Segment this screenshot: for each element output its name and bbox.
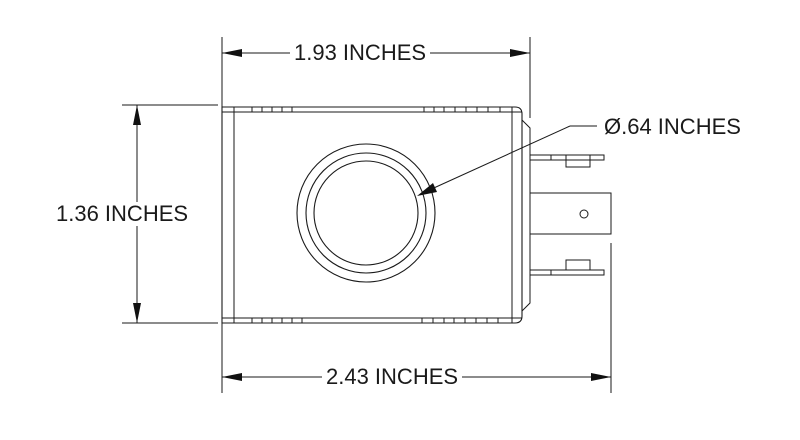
terminal-upper bbox=[529, 154, 605, 168]
dimension-label-bore-diameter: Ø.64 INCHES bbox=[600, 115, 745, 139]
terminal-lower bbox=[529, 259, 605, 276]
terminals bbox=[529, 154, 612, 276]
bore-rings bbox=[296, 143, 436, 283]
bottom-ribs bbox=[251, 317, 499, 324]
top-ribs-right bbox=[423, 107, 501, 112]
dimension-label-top-width: 1.93 INCHES bbox=[290, 41, 431, 65]
dimension-label-overall-width: 2.43 INCHES bbox=[322, 365, 463, 389]
top-ribs-left bbox=[251, 107, 293, 112]
dimension-label-height: 1.36 INCHES bbox=[52, 202, 193, 226]
leader-bore-diameter bbox=[417, 125, 597, 196]
end-flange bbox=[521, 119, 531, 312]
terminal-center bbox=[529, 192, 612, 235]
coil-body bbox=[221, 106, 523, 324]
